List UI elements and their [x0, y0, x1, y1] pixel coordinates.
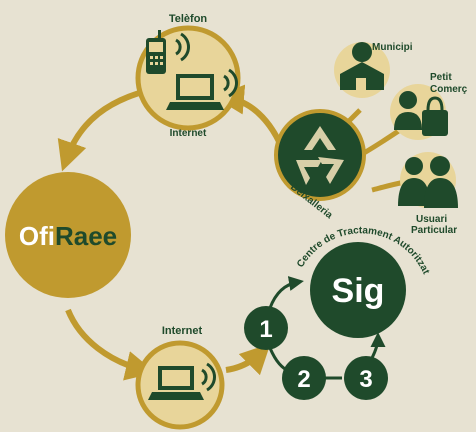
step-3: 3: [344, 356, 388, 400]
step-3-number: 3: [359, 366, 372, 393]
phone-signal-icon: [175, 32, 191, 62]
top-node-label-internet: Internet: [170, 128, 207, 139]
flow-line-ofiraee-to-bottom: [65, 308, 156, 381]
shop-person-icon: [394, 91, 448, 136]
house-person-icon: [340, 42, 384, 90]
flow-line-bottom-to-steps: [225, 343, 271, 376]
source-label-municipi: Municipi: [372, 42, 413, 53]
source-label-comerc: Comerç: [430, 84, 468, 95]
step-2: 2: [282, 356, 326, 400]
flow-line-top-to-ofiraee: [57, 87, 151, 172]
bottom-node-label-internet: Internet: [162, 325, 203, 337]
laptop-signal-icon: [201, 362, 217, 392]
source-municipi: Municipi: [334, 42, 413, 98]
laptop-icon: [166, 74, 224, 110]
source-petit-comerc: Petit Comerç: [390, 72, 468, 140]
mobile-phone-icon: [146, 30, 166, 74]
step-1: 1: [244, 306, 288, 350]
flow-line-step1-to-sig: [268, 276, 304, 309]
step-2-number: 2: [297, 366, 310, 393]
bottom-internet-node: Internet: [135, 325, 225, 430]
flow-line-step3-to-sig: [370, 332, 386, 359]
recycle-icon: [296, 126, 344, 185]
flow-line-recycle-to-top: [214, 84, 285, 150]
sig-label: Sig: [332, 272, 385, 310]
sig-node: Sig Centre de Tractament Autoritzat: [295, 225, 432, 338]
source-label-particular: Particular: [411, 225, 457, 236]
source-usuari-particular: Usuari Particular: [398, 152, 458, 236]
brand-part-raee: Raee: [55, 221, 117, 251]
source-label-petit: Petit: [430, 72, 452, 83]
source-label-usuari: Usuari: [416, 214, 447, 225]
people-icon: [398, 156, 458, 208]
deixalleria-node: Deixalleria: [274, 109, 366, 221]
ofiraee-node: OfiRaee: [5, 172, 131, 298]
top-contact-node: Telèfon Internet: [135, 13, 241, 139]
brand-part-ofi: Ofi: [19, 221, 55, 251]
top-node-label-telefon: Telèfon: [169, 13, 208, 25]
step-1-number: 1: [259, 316, 272, 343]
laptop-icon: [148, 366, 204, 400]
laptop-signal-icon: [223, 68, 239, 98]
svg-text:OfiRaee: OfiRaee: [19, 221, 117, 251]
flow-line-usuari-to-recycle: [371, 179, 406, 193]
